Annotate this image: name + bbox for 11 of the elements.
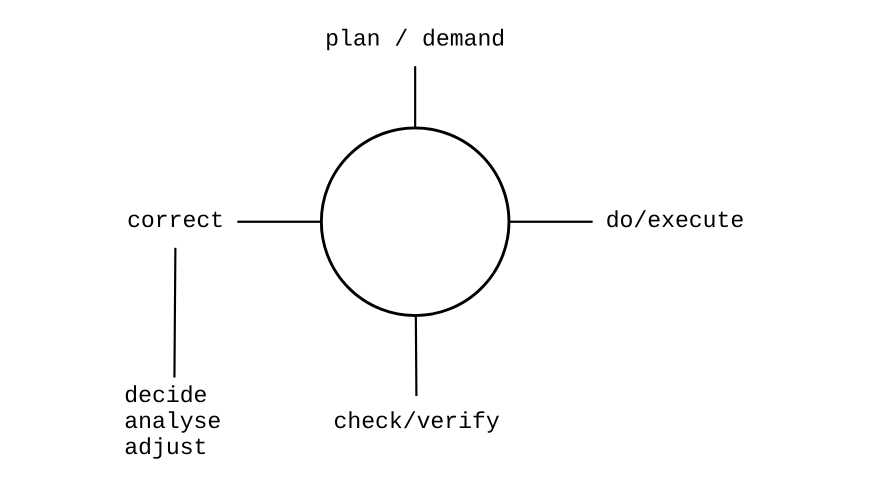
connector — [509, 220, 593, 223]
node-text: correct — [127, 208, 224, 234]
connector — [173, 248, 176, 378]
connector — [414, 66, 416, 128]
node-circle — [320, 126, 510, 317]
connector — [237, 220, 321, 223]
node-text: check/verify — [333, 408, 500, 435]
node-text: plan / demand — [325, 26, 506, 52]
connector — [414, 316, 418, 396]
node-text: decide analyse adjust — [124, 382, 222, 461]
node-text: do/execute — [606, 208, 744, 234]
